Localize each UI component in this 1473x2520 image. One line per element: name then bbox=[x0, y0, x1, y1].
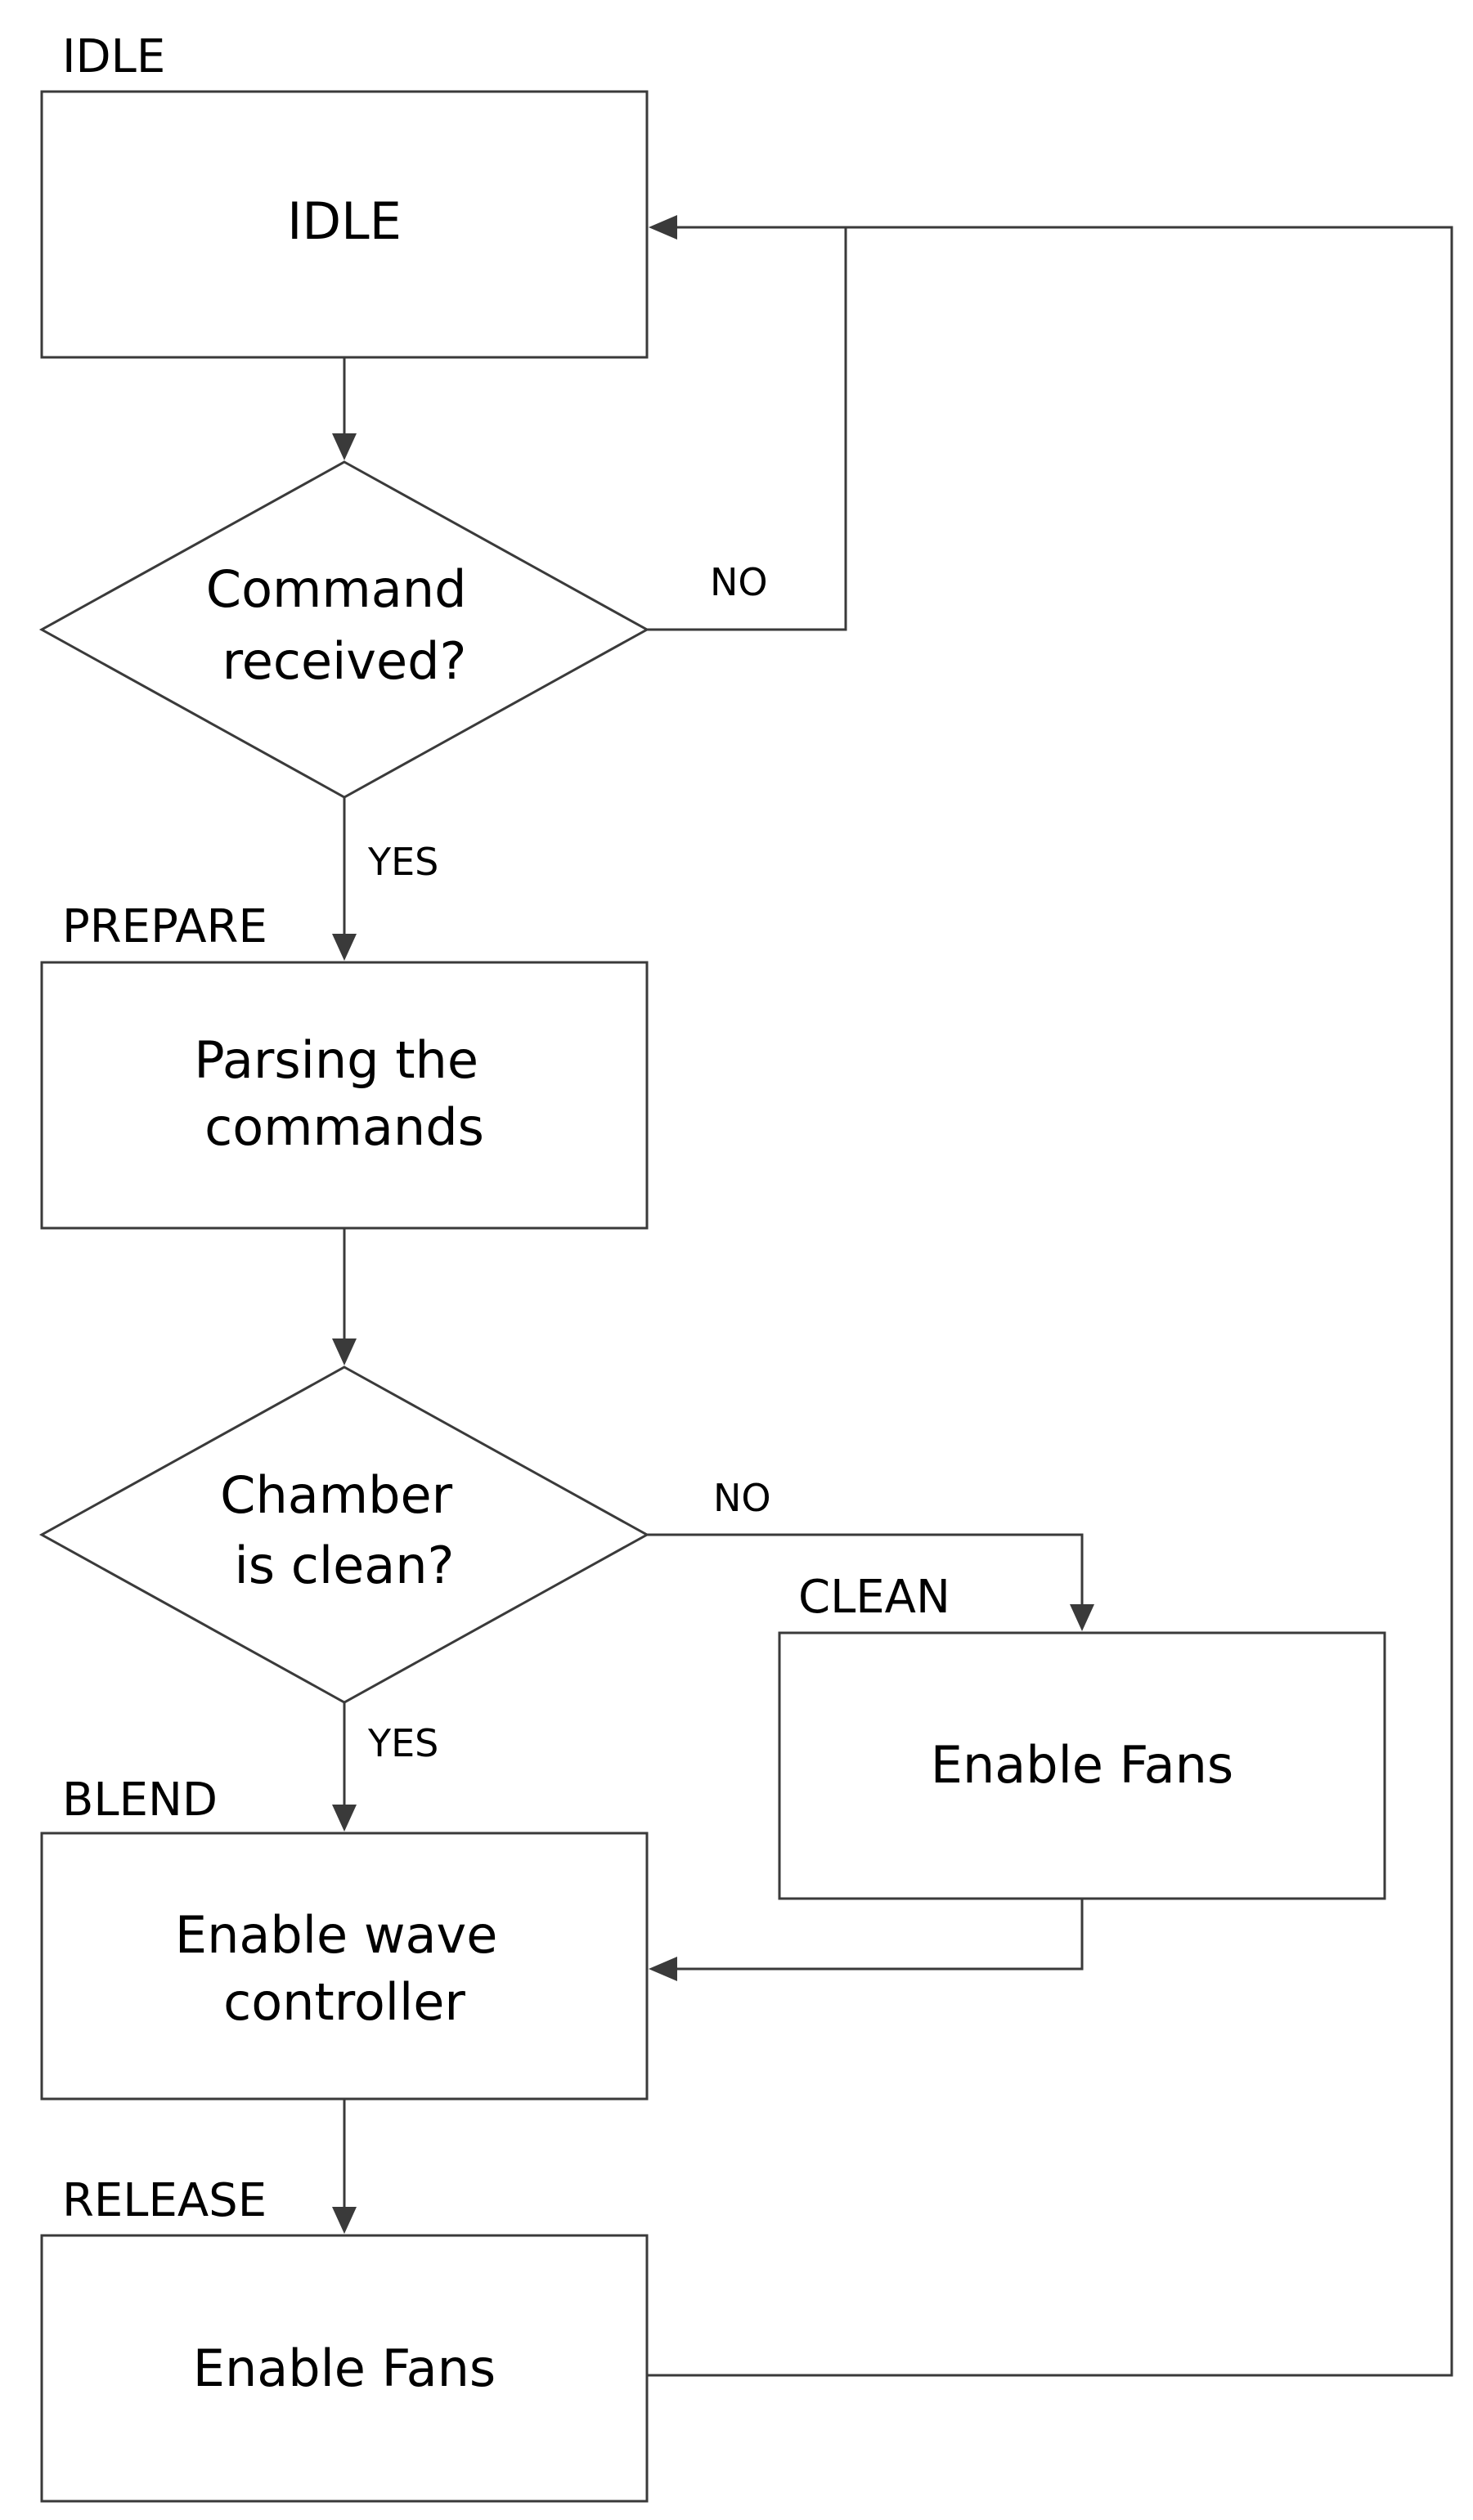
state-label-blend: BLEND bbox=[62, 1773, 218, 1827]
edge-label-command-yes: YES bbox=[367, 840, 438, 884]
edge-idle-to-command bbox=[332, 357, 357, 460]
edge-label-chamber-no: NO bbox=[713, 1476, 771, 1520]
edge-prepare-to-chamber bbox=[332, 1228, 357, 1365]
prepare-box bbox=[40, 961, 649, 1230]
release-box bbox=[40, 2234, 649, 2503]
idle-box bbox=[40, 90, 649, 359]
blend-box bbox=[40, 1832, 649, 2101]
edge-command-yes-to-prepare bbox=[332, 797, 357, 961]
state-label-release: RELEASE bbox=[62, 2174, 267, 2227]
state-label-prepare: PREPARE bbox=[62, 900, 267, 953]
state-label-clean: CLEAN bbox=[798, 1571, 950, 1624]
blend-box-text: Enable wave controller bbox=[175, 1905, 514, 2032]
clean-box bbox=[778, 1631, 1386, 1900]
command-received-decision bbox=[38, 460, 650, 799]
clean-box-text: Enable Fans bbox=[931, 1735, 1233, 1795]
edge-label-command-no: NO bbox=[710, 560, 768, 604]
edge-chamber-no-to-clean bbox=[647, 1533, 1094, 1631]
command-received-text: Command received? bbox=[206, 559, 483, 691]
chamber-clean-decision bbox=[38, 1365, 650, 1704]
state-label-idle: IDLE bbox=[62, 30, 165, 83]
edge-release-to-idle bbox=[647, 226, 1453, 2377]
edge-label-chamber-yes: YES bbox=[367, 1721, 438, 1765]
idle-box-text: IDLE bbox=[287, 191, 402, 251]
edge-blend-to-release bbox=[332, 2099, 357, 2234]
edge-clean-to-blend bbox=[649, 1899, 1084, 1981]
chamber-clean-text: Chamber is clean? bbox=[220, 1465, 469, 1595]
edge-command-no-to-idle bbox=[647, 215, 847, 631]
edge-chamber-yes-to-blend bbox=[332, 1702, 357, 1832]
prepare-box-text: Parsing the commands bbox=[194, 1030, 494, 1157]
release-box-text: Enable Fans bbox=[193, 2338, 496, 2398]
